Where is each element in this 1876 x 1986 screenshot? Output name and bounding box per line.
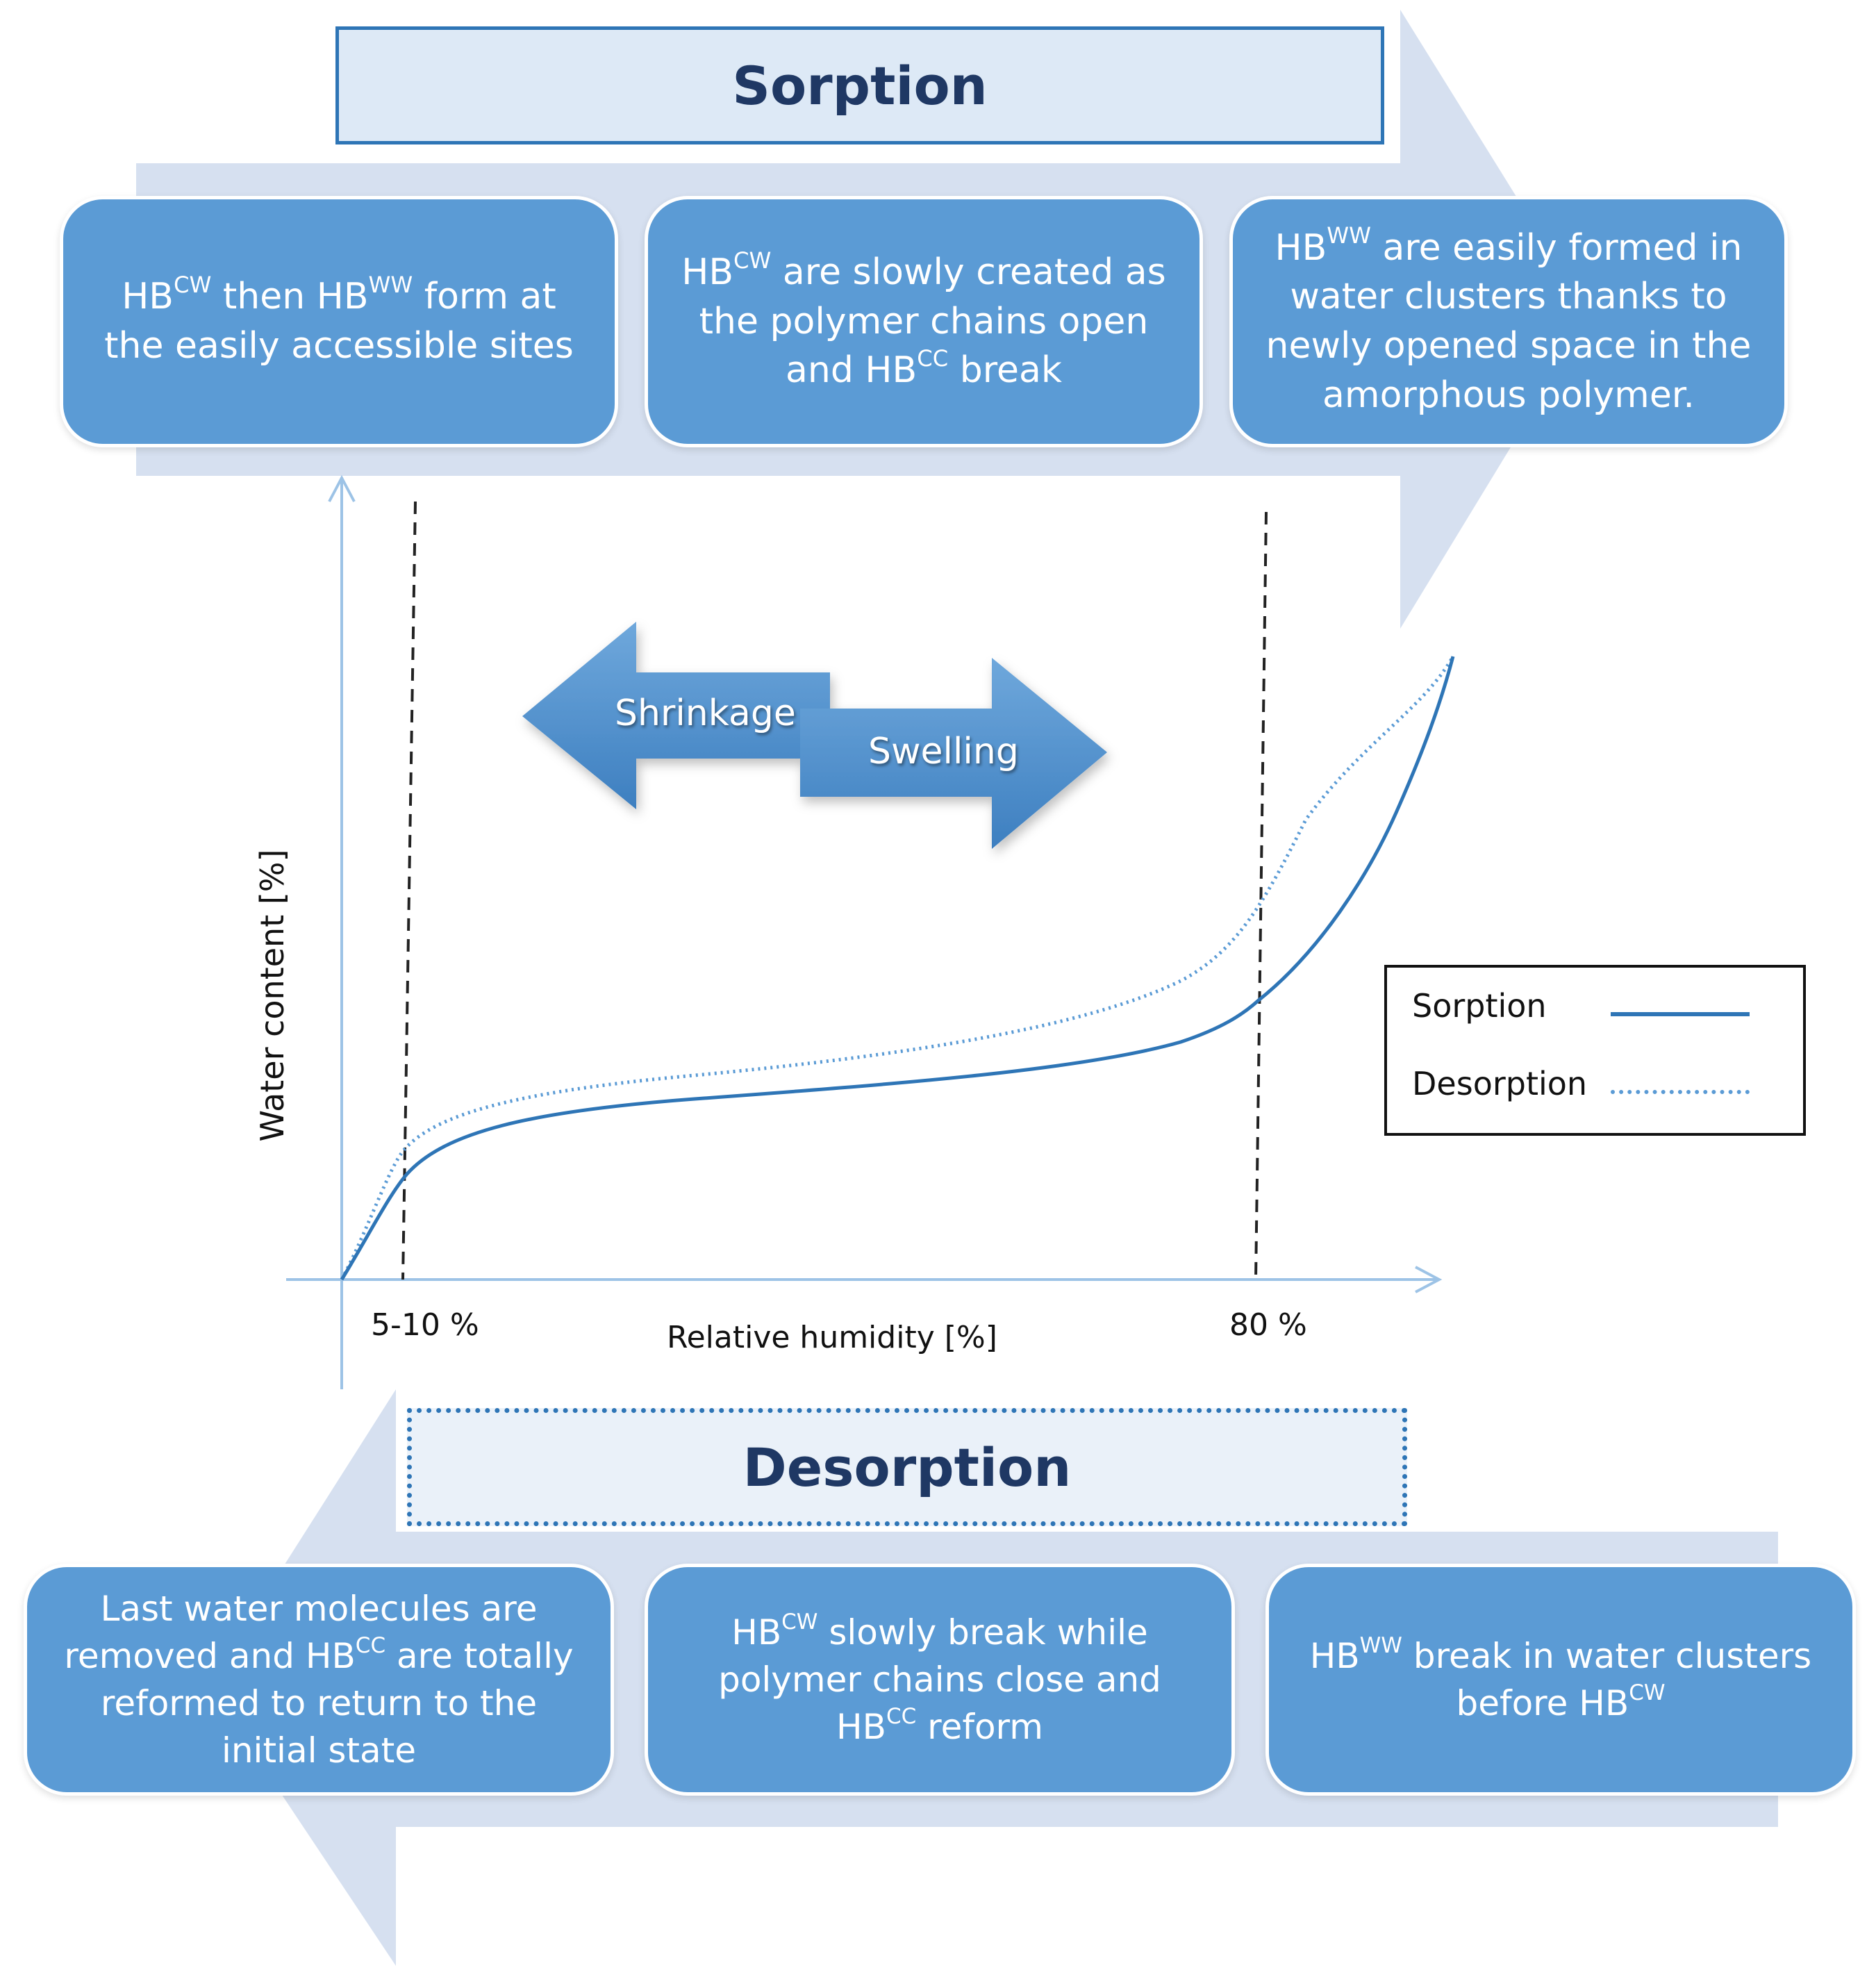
sorption-step-2-text: HBCW are slowly created as the polymer c… bbox=[681, 247, 1166, 392]
desorption-step-3-text: HBWW break in water clusters before HBCW bbox=[1309, 1632, 1812, 1723]
legend-sorption-swatch bbox=[1611, 1012, 1750, 1016]
legend-desorption-swatch bbox=[1611, 1090, 1750, 1094]
guide-line-low bbox=[401, 501, 417, 1280]
shrinkage-label: Shrinkage bbox=[615, 693, 796, 734]
desorption-step-1-text: Last water molecules are removed and HBC… bbox=[64, 1589, 574, 1771]
desorption-step-1: Last water molecules are removed and HBC… bbox=[24, 1564, 614, 1796]
desorption-step-2-text: HBCW slowly break while polymer chains c… bbox=[718, 1609, 1161, 1747]
legend: Sorption Desorption bbox=[1384, 965, 1806, 1136]
y-axis-arrowhead bbox=[328, 474, 356, 502]
desorption-step-3: HBWW break in water clusters before HBCW bbox=[1265, 1564, 1856, 1796]
sorption-curve bbox=[340, 656, 1455, 1281]
x-axis-arrowhead bbox=[1415, 1266, 1443, 1293]
sorption-step-3-text: HBWW are easily formed in water clusters… bbox=[1265, 222, 1752, 416]
sorption-step-2: HBCW are slowly created as the polymer c… bbox=[645, 196, 1203, 447]
legend-desorption-label: Desorption bbox=[1412, 1065, 1588, 1102]
sorption-step-1-text: HBCW then HBWW form at the easily access… bbox=[104, 272, 574, 367]
guide-line-high bbox=[1254, 511, 1268, 1280]
tick-label-low: 5-10 % bbox=[371, 1307, 479, 1343]
desorption-curve bbox=[340, 655, 1455, 1281]
shrinkage-arrow bbox=[522, 622, 830, 809]
swelling-arrow bbox=[800, 658, 1107, 849]
swelling-label: Swelling bbox=[868, 731, 1019, 772]
legend-sorption-label: Sorption bbox=[1412, 987, 1547, 1025]
sorption-step-3: HBWW are easily formed in water clusters… bbox=[1229, 196, 1788, 447]
y-axis-label: Water content [%] bbox=[254, 849, 291, 1142]
x-axis-label: Relative humidity [%] bbox=[667, 1320, 997, 1355]
desorption-step-2: HBCW slowly break while polymer chains c… bbox=[645, 1564, 1235, 1796]
sorption-step-1: HBCW then HBWW form at the easily access… bbox=[60, 196, 618, 447]
tick-label-high: 80 % bbox=[1229, 1307, 1307, 1343]
desorption-title: Desorption bbox=[407, 1408, 1407, 1526]
sorption-title: Sorption bbox=[335, 26, 1384, 144]
